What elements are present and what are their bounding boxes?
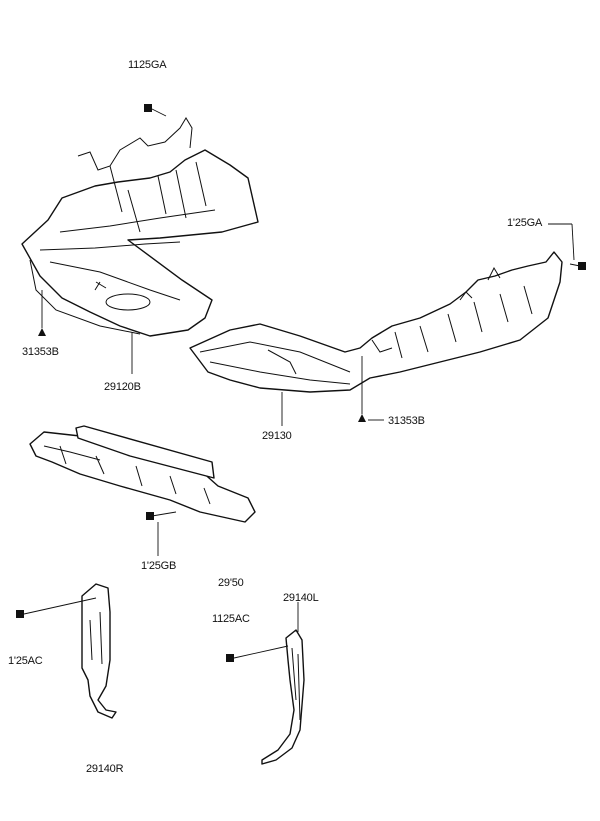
- callout-bolt-lower-left: 1'25AC: [8, 655, 43, 667]
- callout-cover-left: 29120B: [104, 381, 141, 393]
- callout-bracket-right-code: 29140R: [86, 763, 124, 775]
- bolt-right-icon: [569, 262, 586, 270]
- callout-bracket-left-code: 29140L: [283, 592, 319, 604]
- bolt-middle-icon: [146, 511, 177, 520]
- middle-bracket: [29, 425, 256, 523]
- callout-bolt-right-marker: 31353B: [388, 415, 425, 427]
- under-cover-left: [21, 117, 259, 337]
- leader-lines: [38, 223, 575, 632]
- callout-bolt-lower-right: 1125AC: [212, 613, 250, 625]
- bolt-top-icon: [144, 104, 167, 117]
- bracket-right-hand: [81, 583, 117, 719]
- callout-bolt-right: 1'25GA: [507, 217, 543, 229]
- callout-bolt-middle: 1'25GB: [141, 560, 177, 572]
- under-cover-center: [189, 251, 563, 393]
- callout-bolt-left-marker: 31353B: [22, 346, 59, 358]
- callout-bracket-group: 29'50: [218, 577, 244, 589]
- bolt-lower-right-icon: [226, 645, 289, 662]
- callout-cover-center: 29130: [262, 430, 292, 442]
- bolt-lower-left-icon: [16, 597, 97, 618]
- callout-bolt-top: 1125GA: [128, 59, 167, 71]
- bracket-left-hand: [261, 629, 305, 765]
